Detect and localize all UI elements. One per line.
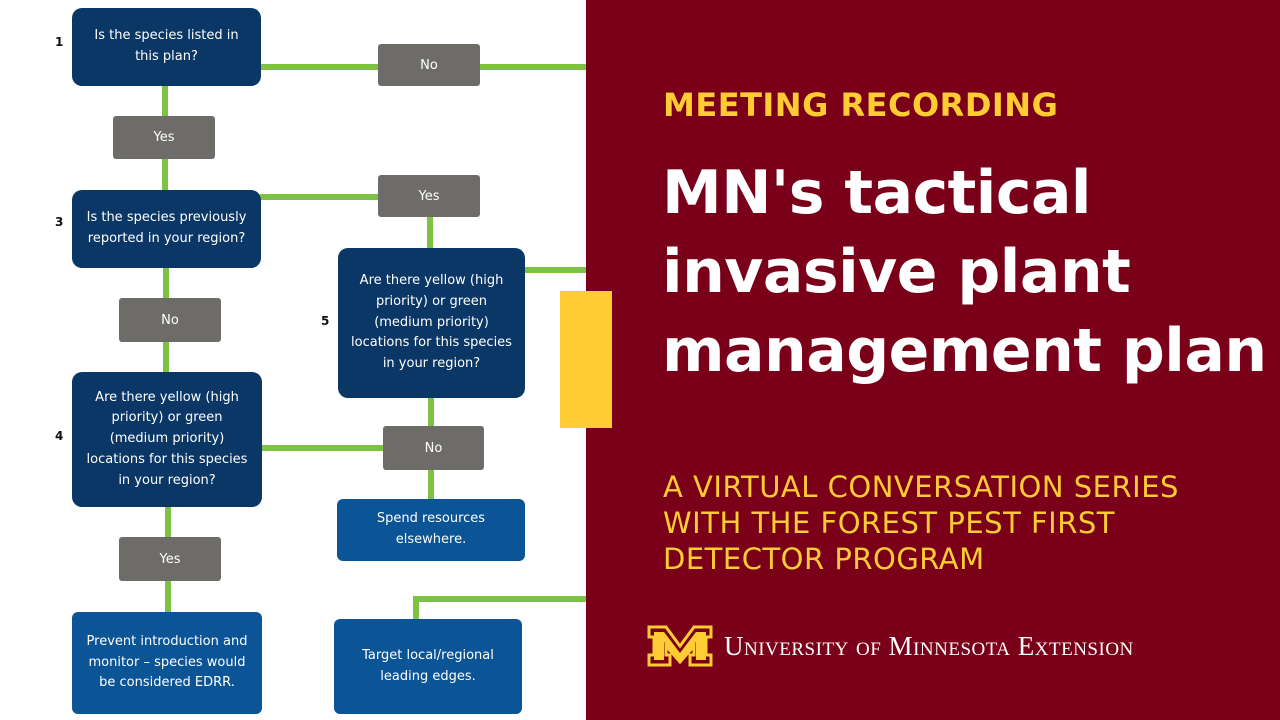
question-number: 5	[321, 314, 330, 328]
accent-bar	[560, 291, 612, 428]
title-line: invasive plant	[662, 237, 1131, 307]
answer-yes-label: Yes	[113, 116, 215, 159]
action-box: Prevent introduction and monitor – speci…	[72, 612, 262, 714]
subtitle-line: DETECTOR PROGRAM	[663, 542, 985, 576]
question-box: Is the species previously reported in yo…	[72, 190, 261, 268]
subtitle-line: A VIRTUAL CONVERSATION SERIES	[663, 470, 1179, 504]
answer-no-label: No	[378, 44, 480, 86]
title-banner: MEETING RECORDING MN's tactical invasive…	[586, 0, 1280, 720]
flowchart-panel: 1 Is the species listed in this plan? No…	[0, 0, 586, 720]
action-box: Target local/regional leading edges.	[334, 619, 522, 714]
organization-name: University of Minnesota Extension	[724, 630, 1134, 661]
answer-no-label: No	[119, 298, 221, 342]
question-box: Is the species listed in this plan?	[72, 8, 261, 86]
subtitle: A VIRTUAL CONVERSATION SERIES WITH THE F…	[663, 469, 1179, 577]
connector-leading-edges	[413, 596, 586, 620]
question-number: 3	[55, 215, 64, 229]
answer-no-label: No	[383, 426, 484, 470]
subtitle-line: WITH THE FOREST PEST FIRST	[663, 506, 1116, 540]
eyebrow-label: MEETING RECORDING	[663, 86, 1059, 124]
title-line: management plan	[662, 316, 1267, 386]
question-number: 4	[55, 429, 64, 443]
answer-yes-label: Yes	[378, 175, 480, 217]
question-number: 1	[55, 35, 64, 49]
question-box: Are there yellow (high priority) or gree…	[72, 372, 262, 507]
organization-logo: University of Minnesota Extension	[646, 624, 1134, 668]
action-box: Spend resources elsewhere.	[337, 499, 525, 561]
page-title: MN's tactical invasive plant management …	[662, 154, 1267, 391]
question-box: Are there yellow (high priority) or gree…	[338, 248, 525, 398]
answer-yes-label: Yes	[119, 537, 221, 581]
title-line: MN's tactical	[662, 158, 1091, 228]
university-m-logo-icon	[647, 625, 713, 667]
